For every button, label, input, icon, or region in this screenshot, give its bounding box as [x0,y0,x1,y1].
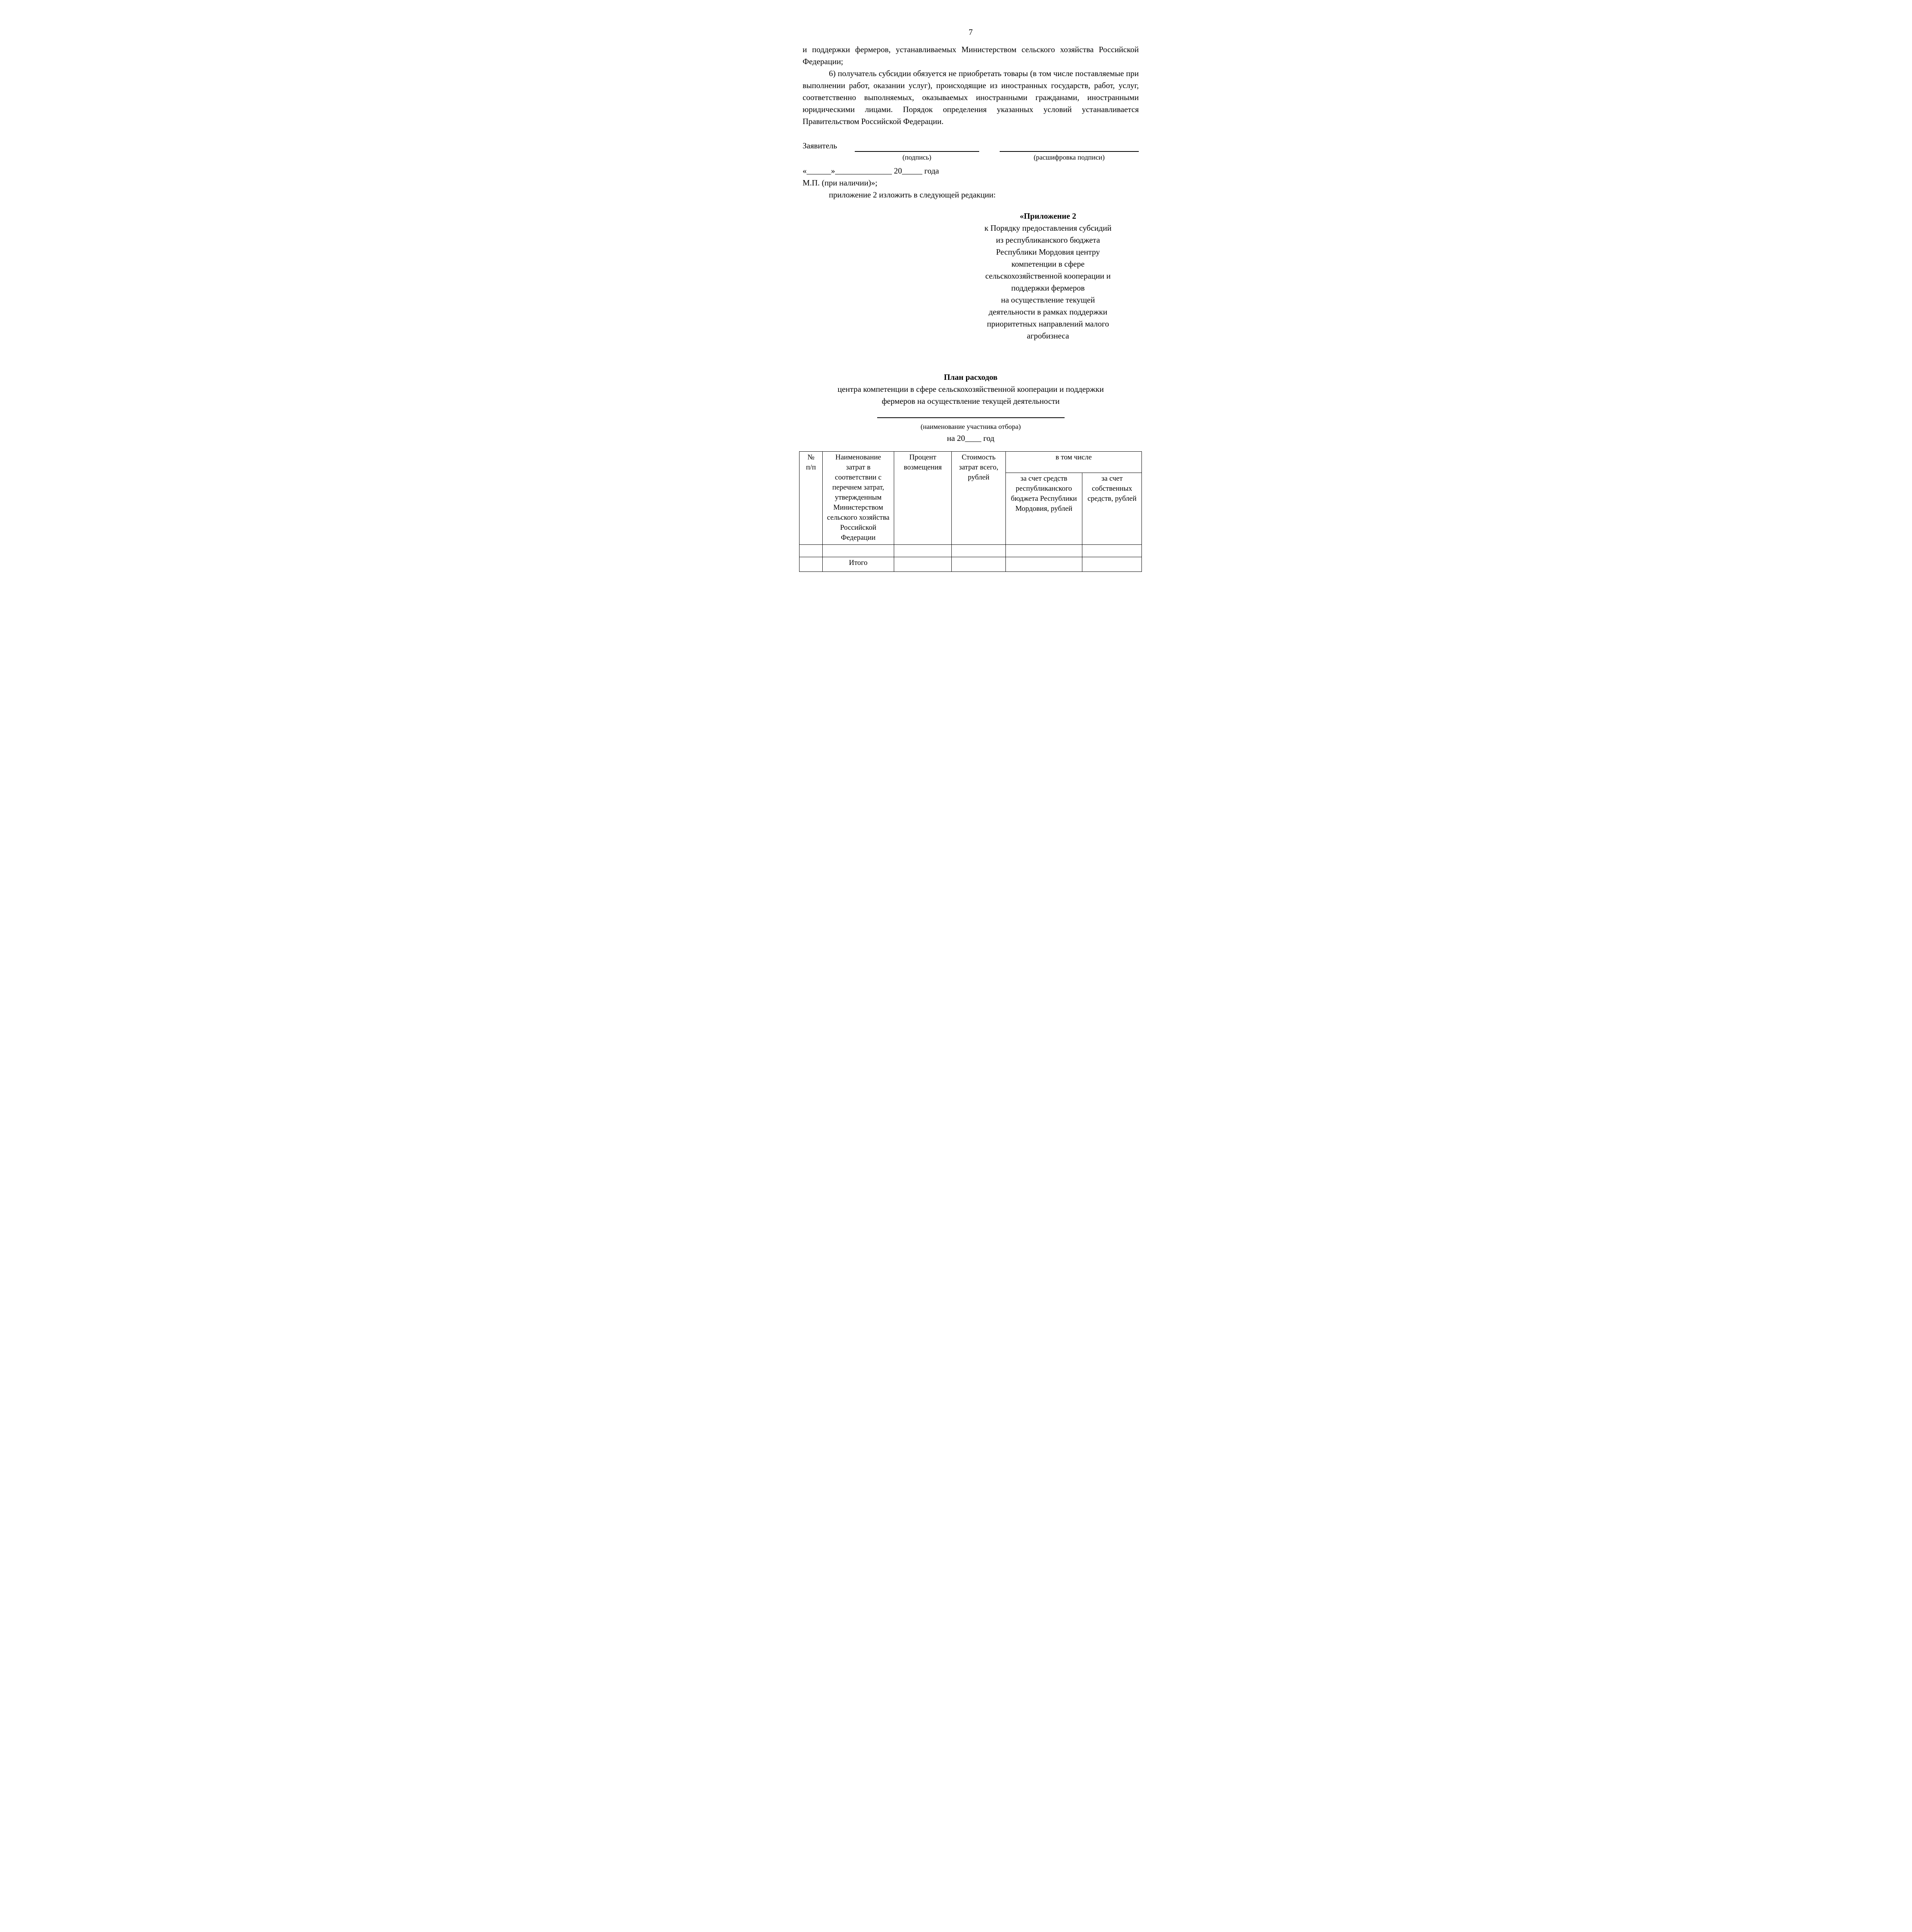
table-header-row-2: за счет средств республиканского бюджета… [800,473,1142,545]
page-number: 7 [968,27,973,37]
expense-plan-table: № п/п Наименование затрат в соответствии… [799,451,1142,572]
applicant-signature-row: Заявитель [803,140,1139,152]
participant-caption: (наименование участника отбора) [920,423,1021,430]
participant-name-field [803,410,1139,422]
col-header-own-funds: за счет собственных средств, рублей [1082,473,1142,545]
signature-caption: (подпись) [902,153,932,161]
participant-blank-line [877,411,1065,418]
cell-total-cost [951,544,1006,557]
paragraph-continuation: и поддержки фермеров, устанавливаемых Ми… [803,45,1139,66]
col-header-number: № п/п [799,451,823,545]
plan-subtitle: центра компетенции в сфере сельскохозяйс… [837,384,1104,406]
appendix-reference-block: «Приложение 2 к Порядку предоставления с… [957,210,1139,342]
appendix-line: из республиканского бюджета [996,235,1100,245]
applicant-label: Заявитель [803,141,837,150]
col-header-total-cost: Стоимость затрат всего, рублей [951,451,1006,545]
cell-reimbursement-percent [893,557,952,572]
appendix-line: к Порядку предоставления субсидий [984,223,1112,233]
appendix-line: деятельности в рамках поддержки [988,307,1107,316]
signature-blank-line [855,143,979,152]
plan-year-line: на 20____ год [947,434,995,443]
appendix-line: на осуществление текущей [1001,295,1095,304]
cell-total-cost [951,557,1006,572]
date-blank-line: «______»______________ 20_____ года [803,166,939,175]
col-header-reimbursement-percent: Процент возмещения [893,451,952,545]
table-row [799,544,1142,557]
plan-title: План расходов [944,372,998,382]
paragraph-clause-6: 6) получатель субсидии обязуется не прио… [803,69,1139,126]
transcript-blank-line [999,143,1139,152]
cell-number [799,544,823,557]
appendix-line: поддержки фермеров [1011,283,1085,293]
table-header-row-1: № п/п Наименование затрат в соответствии… [799,451,1142,545]
col-header-expense-name: Наименование затрат в соответствии с пер… [822,451,894,545]
col-header-including: в том числе [1005,451,1142,473]
cell-reimbursement-percent [893,544,952,557]
appendix-line: Республики Мордовия центру [996,247,1100,257]
table-total-row: Итого [799,557,1142,572]
appendix-line: агробизнеса [1027,331,1069,340]
cell-number [799,557,823,572]
appendix-line: приоритетных направлений малого [987,319,1109,328]
amendment-instruction: приложение 2 изложить в следующей редакц… [829,190,996,199]
cell-total-label: Итого [822,557,894,572]
cell-republican-budget [1005,557,1083,572]
cell-expense-name [822,544,894,557]
appendix-line: сельскохозяйственной кооперации и [985,271,1111,281]
appendix-line: компетенции в сфере [1011,259,1085,269]
cell-own-funds [1082,544,1142,557]
signature-captions-row: (подпись) (расшифровка подписи) [803,153,1139,162]
cell-own-funds [1082,557,1142,572]
appendix-title: «Приложение 2 [1020,211,1076,221]
cell-republican-budget [1005,544,1083,557]
document-page: 7 и поддержки фермеров, устанавливаемых … [743,0,1169,605]
col-header-republican-budget: за счет средств республиканского бюджета… [1005,473,1083,545]
seal-note-line: М.П. (при наличии)»; [803,178,878,187]
transcript-caption: (расшифровка подписи) [1033,153,1105,161]
